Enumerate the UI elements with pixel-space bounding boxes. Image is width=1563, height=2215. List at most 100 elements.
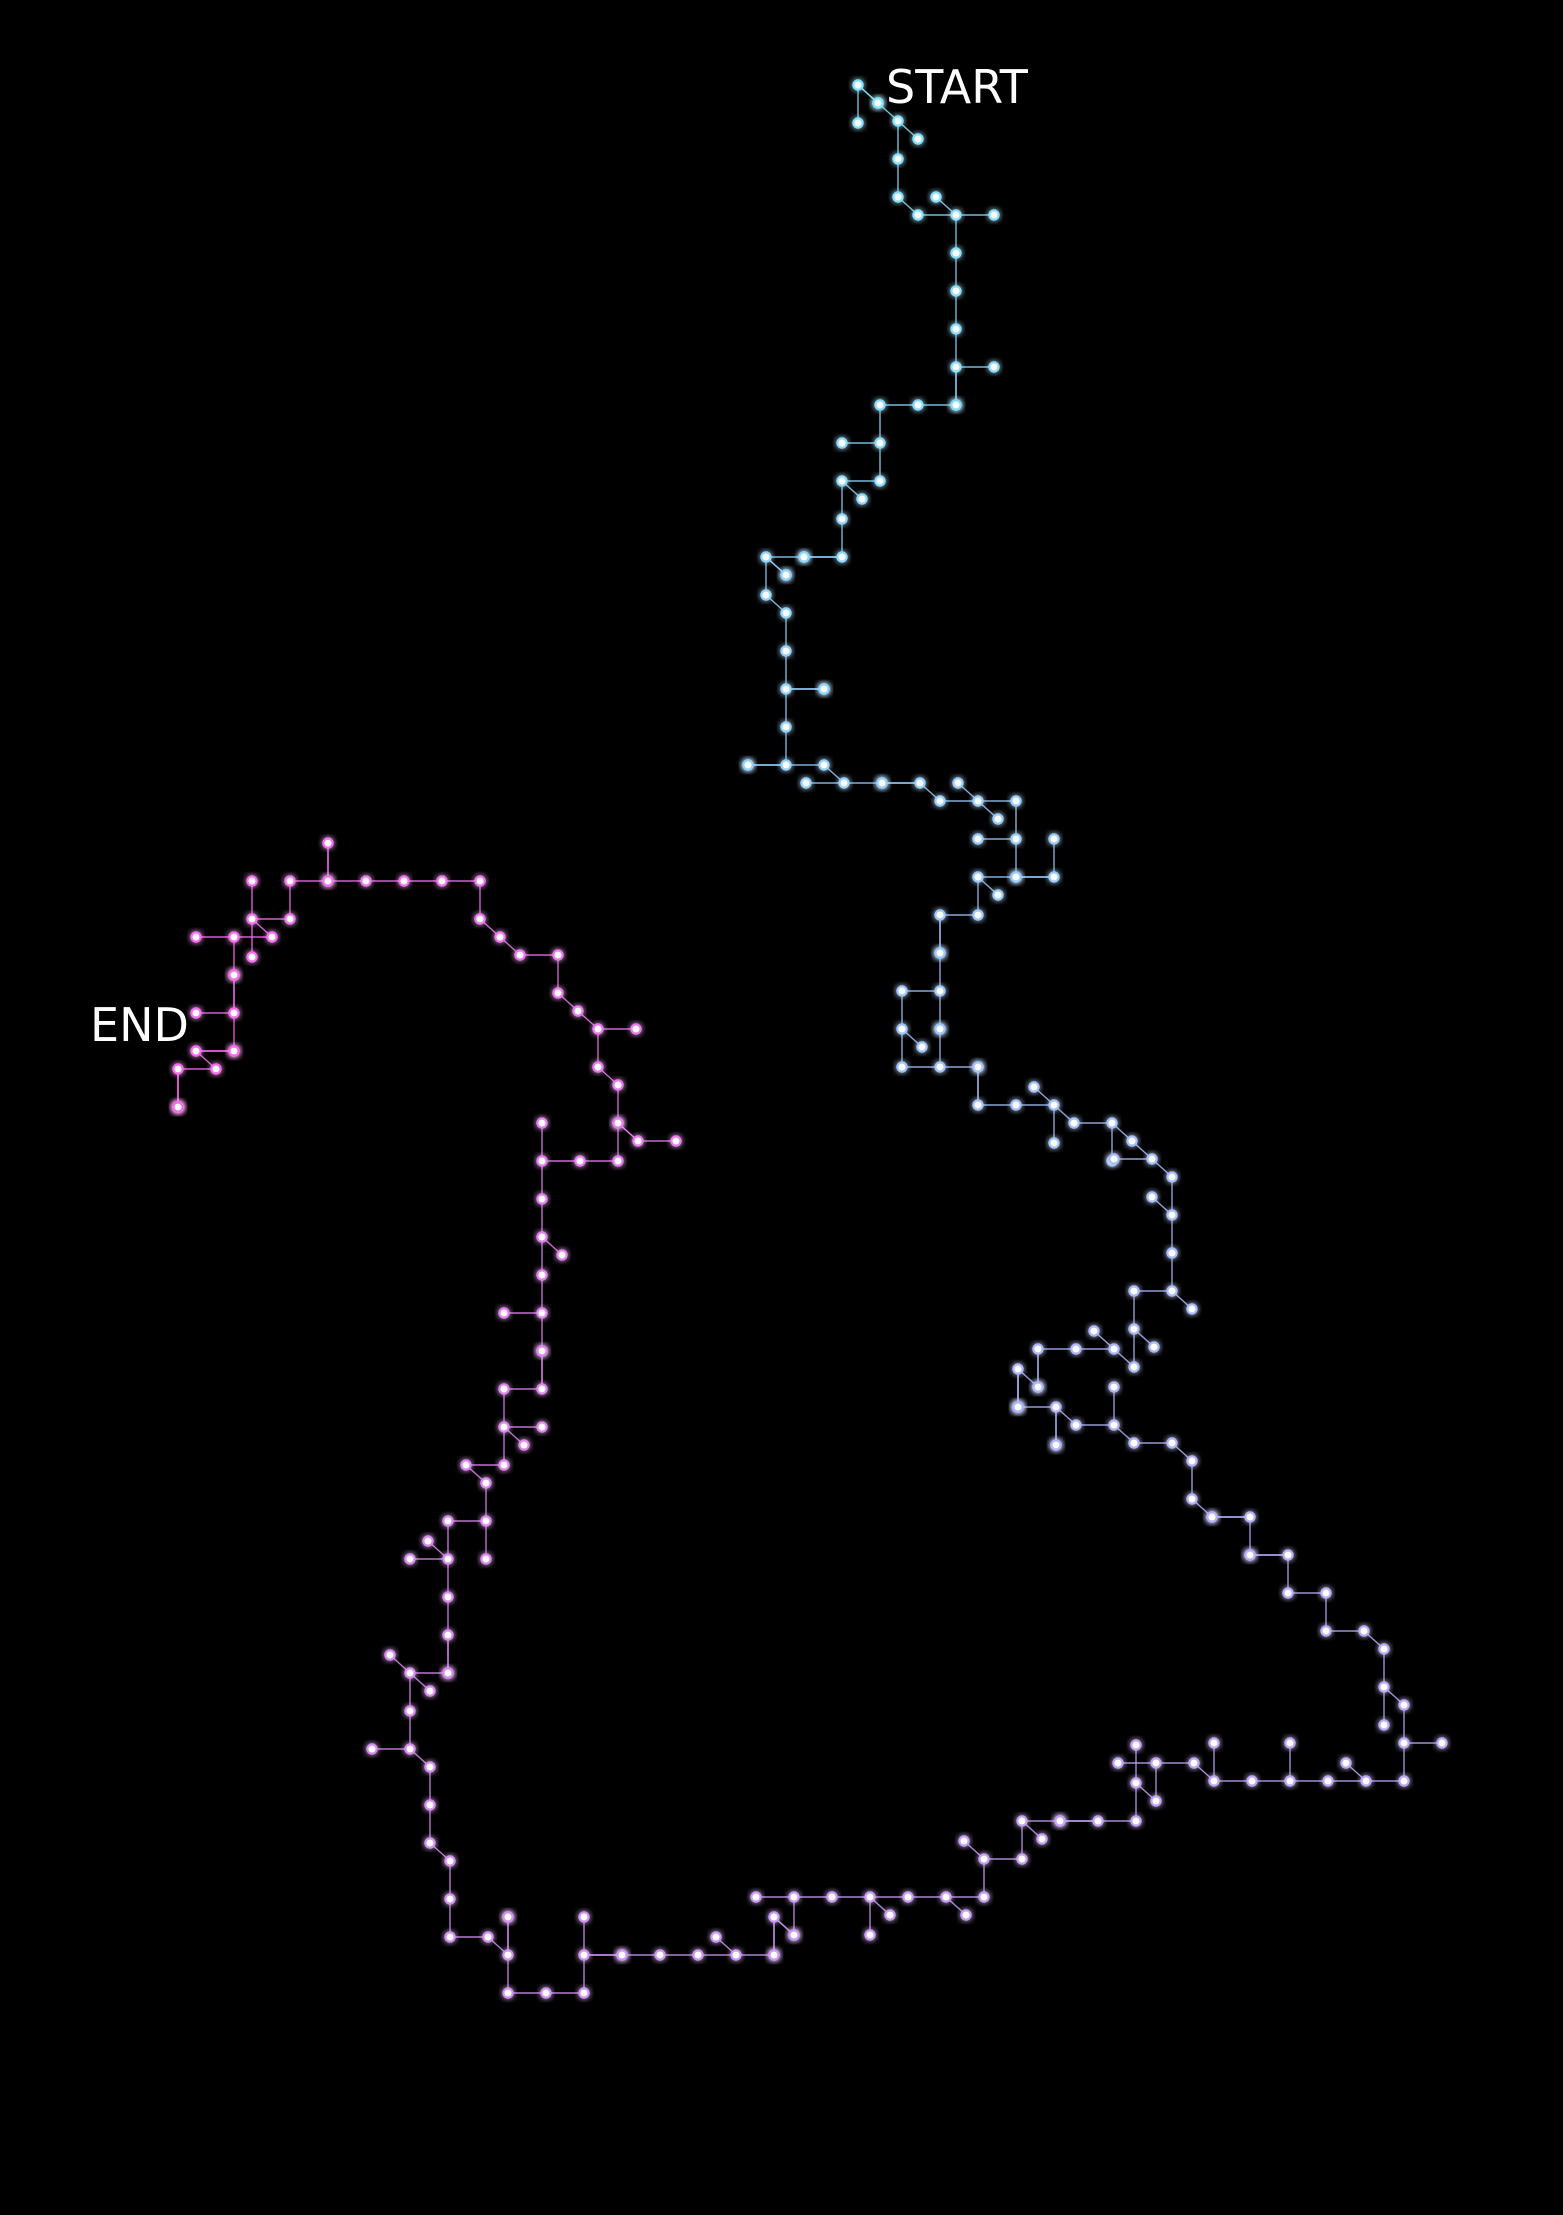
branch-node [884, 1909, 896, 1921]
branch-node [1130, 1739, 1142, 1751]
walk-node [780, 683, 792, 695]
walk-node [896, 1061, 908, 1073]
walk-node [874, 437, 886, 449]
walk-node [474, 875, 486, 887]
branch-node [950, 399, 962, 411]
walk-node [836, 551, 848, 563]
branch-node [670, 1135, 682, 1147]
branch-node [972, 833, 984, 845]
walk-node [836, 513, 848, 525]
walk-node [210, 1063, 222, 1075]
branch-node [818, 683, 830, 695]
walk-node [404, 1705, 416, 1717]
walk-node [578, 1949, 590, 1961]
walk-node [1246, 1775, 1258, 1787]
branch-node [518, 1439, 530, 1451]
walk-node [780, 607, 792, 619]
walk-node [404, 1667, 416, 1679]
walk-node [1322, 1775, 1334, 1787]
walk-node [1130, 1777, 1142, 1789]
walk-node [1186, 1455, 1198, 1467]
walk-node [1378, 1643, 1390, 1655]
branch-node [916, 1041, 928, 1053]
walk-node [1050, 1401, 1062, 1413]
walk-node [1284, 1775, 1296, 1787]
walk-node [1070, 1419, 1082, 1431]
walk-node [1070, 1343, 1082, 1355]
branch-node [228, 969, 240, 981]
walk-node [284, 913, 296, 925]
walk-node [172, 1063, 184, 1075]
walk-node [902, 1891, 914, 1903]
walk-node [1358, 1625, 1370, 1637]
branch-node [384, 1649, 396, 1661]
walk-node [912, 399, 924, 411]
walk-node [552, 949, 564, 961]
branch-node [556, 1249, 568, 1261]
branch-node [1378, 1719, 1390, 1731]
branch-node [1284, 1737, 1296, 1749]
walk-node [1130, 1815, 1142, 1827]
walk-node [1360, 1775, 1372, 1787]
walk-node [1150, 1757, 1162, 1769]
walk-node [692, 1949, 704, 1961]
branch-node [1340, 1757, 1352, 1769]
branch-node [710, 1931, 722, 1943]
branch-node [498, 1307, 510, 1319]
walk-node [760, 551, 772, 563]
walk-node [1378, 1681, 1390, 1693]
walk-node [912, 209, 924, 221]
branch-node [912, 133, 924, 145]
walk-node [1320, 1587, 1332, 1599]
walk-node [460, 1459, 472, 1471]
walk-node [1166, 1209, 1178, 1221]
branch-node [788, 1929, 800, 1941]
branch-node [1146, 1191, 1158, 1203]
walk-node [1128, 1285, 1140, 1297]
walk-node [818, 759, 830, 771]
walk-node [552, 987, 564, 999]
branch-node [1206, 1511, 1218, 1523]
walk-node [1166, 1247, 1178, 1259]
walk-node [780, 721, 792, 733]
walk-node [424, 1799, 436, 1811]
walk-node [934, 1061, 946, 1073]
walk-node [498, 1421, 510, 1433]
walk-node [578, 1987, 590, 1999]
branch-node [864, 1929, 876, 1941]
walk-node [322, 875, 334, 887]
branch-node [988, 361, 1000, 373]
branch-node [872, 97, 884, 109]
walk-node [940, 1891, 952, 1903]
branch-node [442, 1667, 454, 1679]
walk-node [950, 361, 962, 373]
branch-node [424, 1685, 436, 1697]
walk-node [536, 1231, 548, 1243]
walk-node [592, 1023, 604, 1035]
branch-node [1108, 1381, 1120, 1393]
branch-node [1048, 833, 1060, 845]
branch-node [1244, 1549, 1256, 1561]
branch-node [1436, 1737, 1448, 1749]
branch-node [536, 1117, 548, 1129]
walk-node [398, 875, 410, 887]
walk-node [444, 1893, 456, 1905]
walk-node [874, 399, 886, 411]
walk-node [1010, 833, 1022, 845]
branch-node [172, 1101, 184, 1113]
branch-node [578, 1911, 590, 1923]
branch-node [228, 1045, 240, 1057]
walk-node [442, 1515, 454, 1527]
walk-node [322, 837, 334, 849]
walk-node [730, 1949, 742, 1961]
walk-node [442, 1629, 454, 1641]
branch-node [876, 777, 888, 789]
walk-node [284, 875, 296, 887]
walk-node [480, 1477, 492, 1489]
branch-node [856, 493, 868, 505]
walk-node [1398, 1737, 1410, 1749]
branch-node [404, 1553, 416, 1565]
walk-node [972, 1099, 984, 1111]
walk-node [972, 909, 984, 921]
